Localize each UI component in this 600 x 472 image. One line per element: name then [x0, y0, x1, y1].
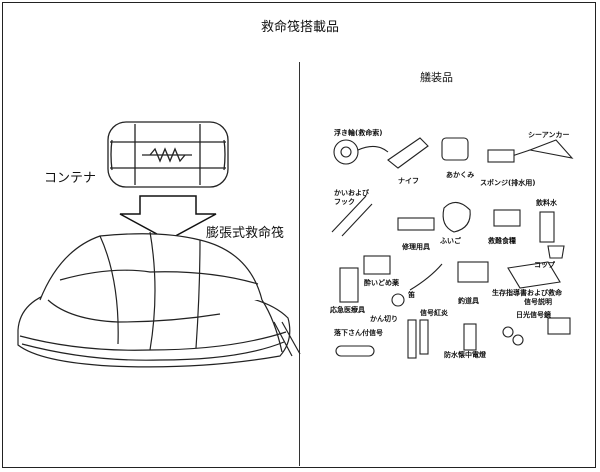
- item-label: ナイフ: [398, 177, 419, 185]
- item-label: 落下さん付信号: [334, 329, 383, 337]
- item-label: 日光信号鏡: [516, 311, 551, 319]
- item-label: 救難食糧: [488, 237, 516, 245]
- item-label: 酔いどめ薬: [364, 279, 399, 287]
- item-label: あかくみ: [446, 171, 475, 179]
- item-label: 防水懐中電燈: [444, 351, 486, 359]
- item-label: 笛: [408, 291, 415, 299]
- item-label: スポンジ(排水用): [480, 179, 536, 187]
- container-label: コンテナ: [44, 171, 97, 186]
- figure-frame: 救命筏搭載品: [2, 2, 596, 468]
- figure-title: 救命筏搭載品: [260, 20, 339, 35]
- item-label: かいおよび: [334, 189, 369, 197]
- item-label: コップ: [534, 261, 555, 269]
- item-label: 飲料水: [536, 199, 557, 207]
- item-label: 生存指導書および救命: [492, 289, 562, 297]
- item-label: ふいご: [440, 237, 461, 245]
- item-label: 浮き輪(救命索): [334, 129, 383, 137]
- center-divider: [299, 62, 300, 466]
- raft-label: 膨張式救命筏: [206, 226, 285, 241]
- item-label: 修理用具: [402, 243, 430, 251]
- item-label: シーアンカー: [528, 131, 570, 139]
- item-label: フック: [334, 198, 355, 206]
- item-label: 釣道具: [458, 297, 479, 305]
- item-label: かん切り: [370, 315, 398, 323]
- item-label: 信号紅炎: [420, 309, 448, 317]
- equipment-heading: 艤装品: [420, 71, 453, 84]
- item-label: 応急医療具: [330, 306, 365, 314]
- item-label: 信号説明: [524, 298, 552, 306]
